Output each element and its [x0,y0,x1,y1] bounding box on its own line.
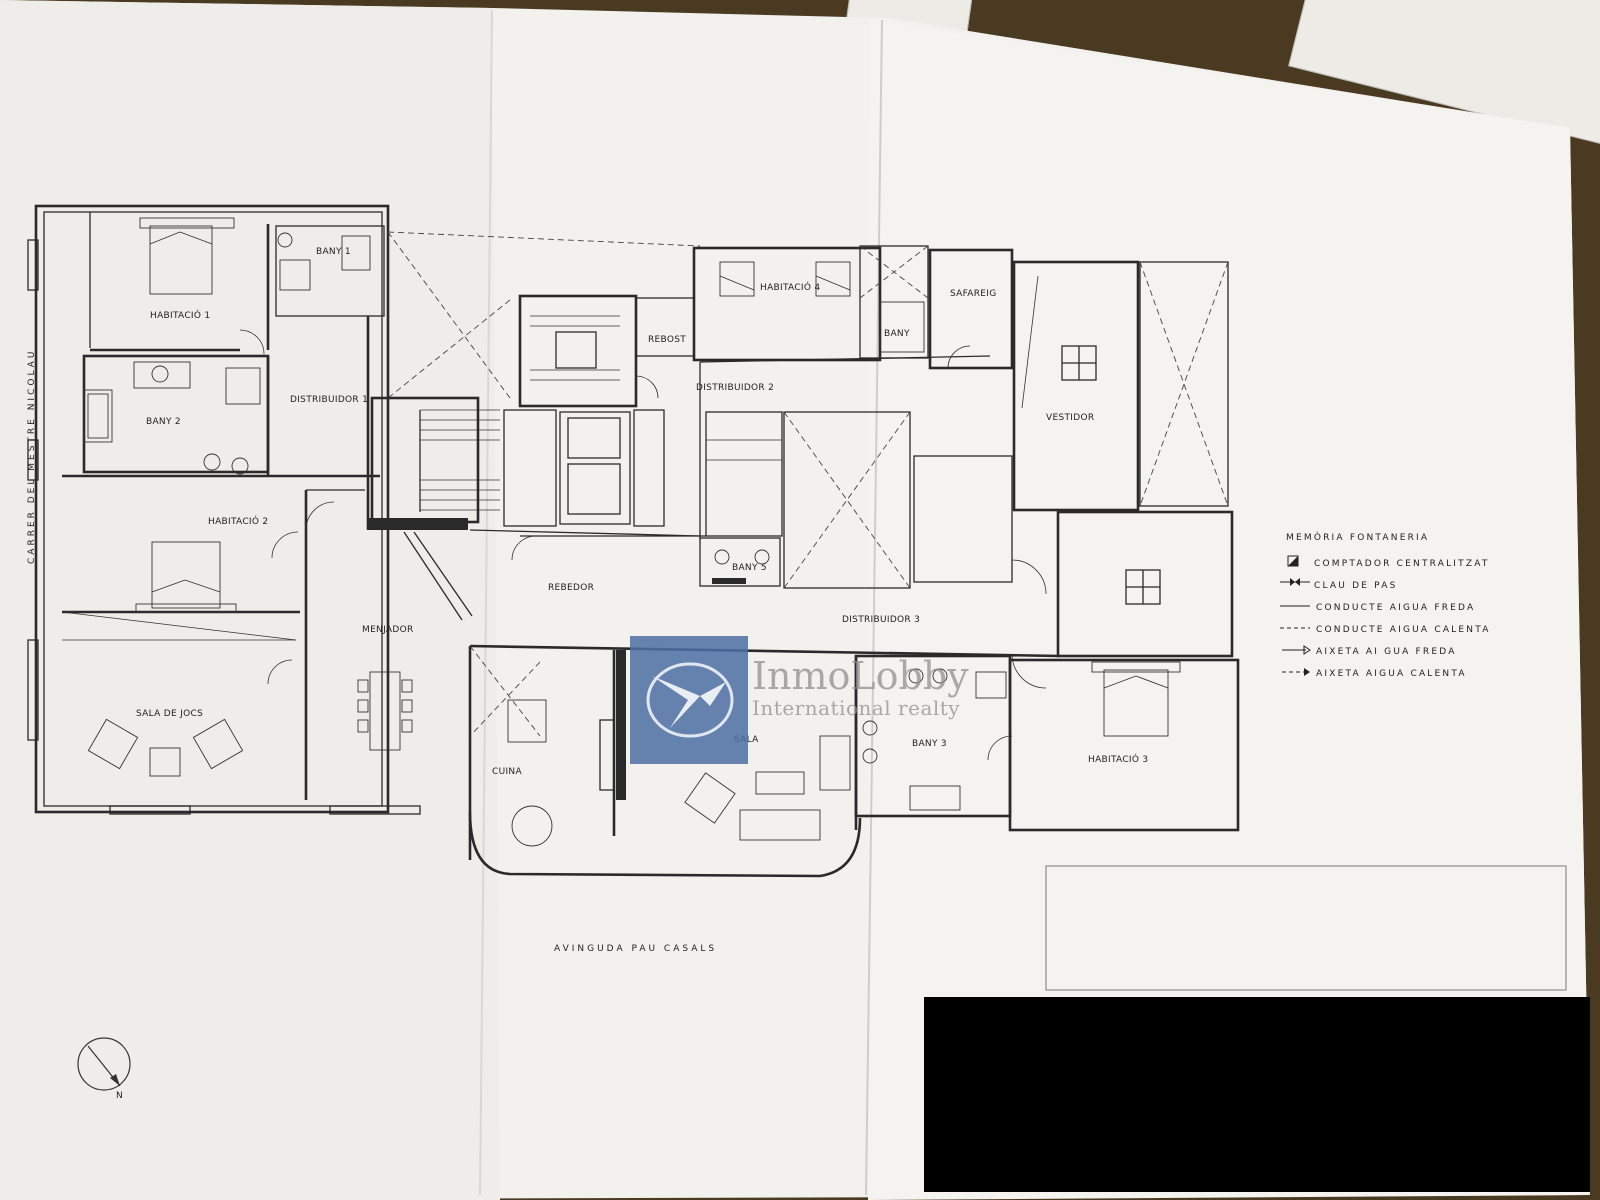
watermark-brand: InmoLobby [752,654,969,698]
room-label-distribuidor-2: DISTRIBUIDOR 2 [696,383,774,393]
watermark-text: InmoLobby International realty [752,656,969,720]
left-wing-walls [27,204,421,815]
street-label-front: AVINGUDA PAU CASALS [554,944,717,954]
room-label-vestidor: VESTIDOR [1046,413,1094,423]
room-label-bany-2: BANY 2 [146,417,181,427]
bird-logo-icon [646,662,734,738]
legend-item-label: AIXETA AIGUA CALENTA [1316,669,1467,679]
legend-item-label: CONDUCTE AIGUA FREDA [1316,603,1475,613]
right-central-walls [520,245,1567,991]
room-label-habitacio-4: HABITACIÓ 4 [760,281,820,293]
legend-title: MEMÒRIA FONTANERIA [1286,531,1429,543]
plumbing-legend: MEMÒRIA FONTANERIA COMPTADOR CENTRALITZA… [1280,531,1491,679]
room-labels: HABITACIÓ 1 BANY 1 BANY 2 DISTRIBUIDOR 1… [136,247,1148,777]
room-label-habitacio-2: HABITACIÓ 2 [208,515,268,527]
room-label-safareig: SAFAREIG [950,289,997,299]
street-label-side: CARRER DEL MESTRE NICOLAU [27,349,37,564]
room-label-habitacio-1: HABITACIÓ 1 [150,309,210,321]
room-label-bany: BANY [884,329,910,339]
legend-item-label: CLAU DE PAS [1314,581,1398,591]
legend-item-label: CONDUCTE AIGUA CALENTA [1316,625,1491,635]
left-wing-furniture [83,217,413,777]
compass-icon: N [77,1037,131,1101]
room-label-rebedor: REBEDOR [548,583,594,593]
room-label-distribuidor-3: DISTRIBUIDOR 3 [842,615,920,625]
room-label-rebost: REBOST [648,335,686,345]
watermark-tagline: International realty [752,696,961,720]
redaction-box [924,997,1590,1192]
central-walls [368,231,1061,878]
legend-item-label: AIXETA AI GUA FREDA [1316,647,1457,657]
watermark-logo [630,636,748,764]
room-label-cuina: CUINA [492,767,522,777]
room-label-bany-3: BANY 3 [912,739,947,749]
meter-square-icon [1287,555,1299,567]
compass-label: N [116,1091,123,1101]
valve-icon [1280,578,1310,586]
room-label-distribuidor-1: DISTRIBUIDOR 1 [290,395,368,405]
title-block [1045,865,1567,991]
room-label-bany-5: BANY 5 [732,563,767,573]
room-label-bany-1: BANY 1 [316,247,351,257]
solid-arrow-icon [1282,645,1311,655]
dashed-arrow-icon [1282,668,1310,676]
room-label-menjador: MENJADOR [362,625,414,635]
room-label-sala-de-jocs: SALA DE JOCS [136,709,203,719]
room-label-habitacio-3: HABITACIÓ 3 [1088,753,1148,765]
legend-item-label: COMPTADOR CENTRALITZAT [1314,559,1490,569]
